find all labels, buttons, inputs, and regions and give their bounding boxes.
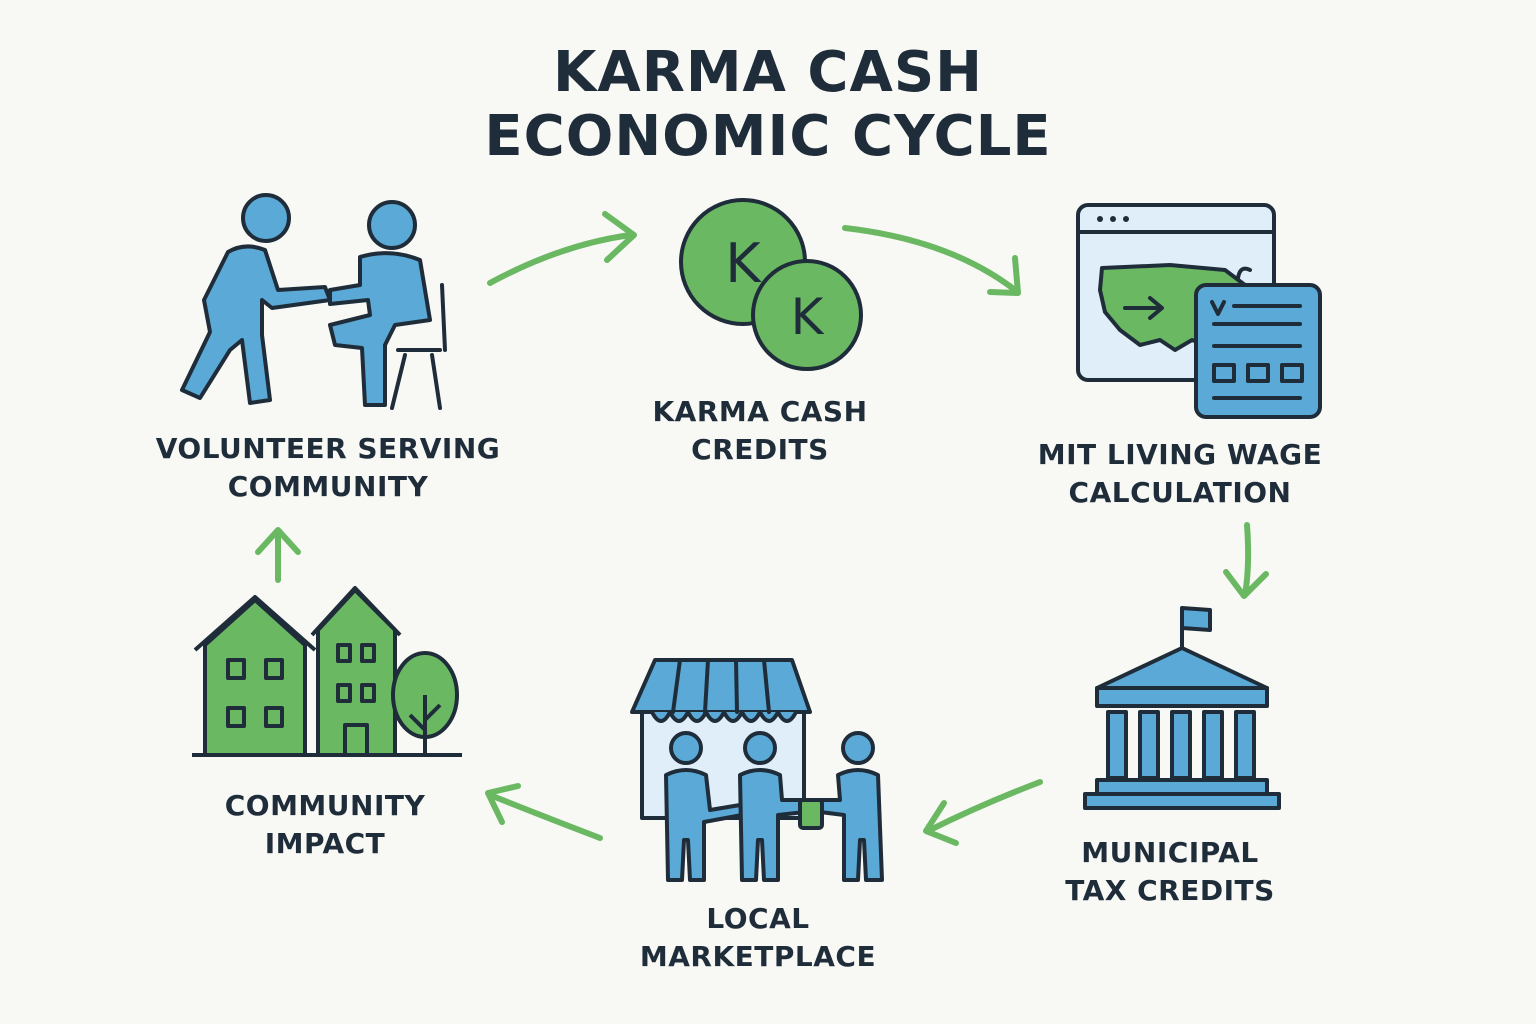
node-label-marketplace: LOCAL MARKETPLACE	[608, 900, 908, 976]
node-label-impact-line-2: IMPACT	[264, 827, 386, 860]
diagram-title-line-2: ECONOMIC CYCLE	[484, 104, 1052, 169]
houses-tree-icon	[192, 586, 462, 757]
node-label-wage-line-2: CALCULATION	[1068, 476, 1292, 509]
node-label-marketplace-line-1: LOCAL	[706, 902, 810, 935]
node-label-credits-line-2: CREDITS	[691, 433, 829, 466]
node-label-credits: KARMA CASH CREDITS	[590, 393, 930, 469]
arrow-volunteer-to-credits	[487, 211, 637, 286]
arrow-wage-to-municipal	[1223, 522, 1269, 599]
government-building-icon	[1083, 606, 1281, 810]
diagram-title-line-1: KARMA CASH	[552, 40, 984, 105]
node-label-volunteer-line-1: VOLUNTEER SERVING	[155, 432, 501, 465]
arrow-credits-to-wage	[842, 225, 1021, 296]
node-label-impact-line-1: COMMUNITY	[224, 789, 426, 822]
coin-front-letter: K	[791, 288, 825, 346]
arrow-impact-to-volunteer	[255, 527, 301, 583]
node-label-volunteer-line-2: COMMUNITY	[227, 470, 429, 503]
map-calculator-icon	[1076, 203, 1322, 419]
coin-front	[751, 259, 863, 371]
node-label-volunteer: VOLUNTEER SERVING COMMUNITY	[128, 430, 528, 506]
arrow-municipal-to-marketplace	[923, 779, 1043, 846]
storefront-people-icon	[630, 658, 884, 882]
coin-back-letter: K	[725, 232, 762, 295]
node-label-credits-line-1: KARMA CASH	[652, 395, 868, 428]
node-label-wage-line-1: MIT LIVING WAGE	[1037, 438, 1323, 471]
node-label-marketplace-line-2: MARKETPLACE	[639, 940, 877, 973]
karma-coins-icon	[679, 198, 863, 371]
volunteer-handshake-icon	[180, 193, 447, 410]
node-label-municipal: MUNICIPAL TAX CREDITS	[1020, 834, 1320, 910]
node-label-wage: MIT LIVING WAGE CALCULATION	[1000, 436, 1360, 512]
calculator-card	[1194, 283, 1322, 419]
node-label-impact: COMMUNITY IMPACT	[175, 787, 475, 863]
node-label-municipal-line-1: MUNICIPAL	[1081, 836, 1259, 869]
arrow-marketplace-to-impact	[485, 783, 603, 841]
node-label-municipal-line-2: TAX CREDITS	[1065, 874, 1275, 907]
